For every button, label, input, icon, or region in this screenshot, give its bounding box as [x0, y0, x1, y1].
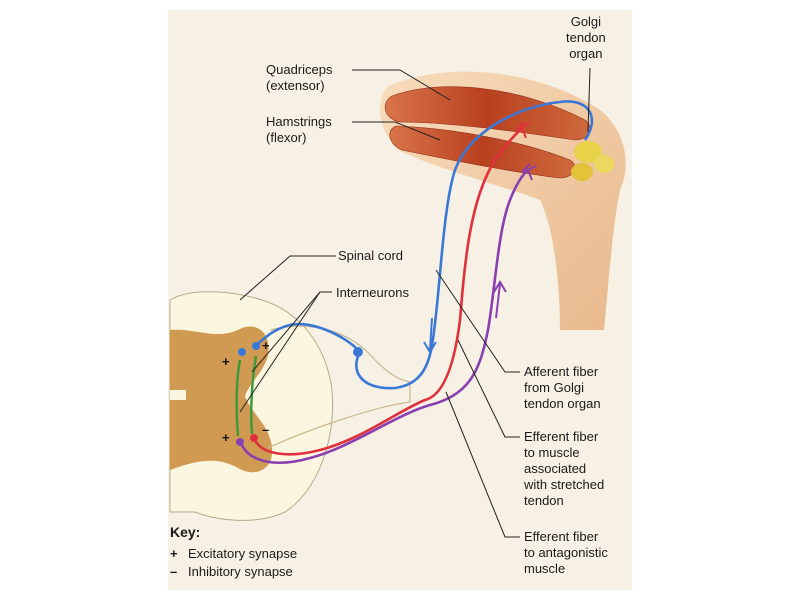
key-symbol-excitatory: + [170, 546, 178, 561]
label-spinal-cord-text: Spinal cord [338, 248, 404, 263]
label-efferent-antagonistic-line-1: Efferent fiber [524, 529, 599, 544]
synapse-blue-1 [252, 342, 260, 350]
label-efferent-stretched-line-4: with stretched [524, 477, 605, 492]
label-afferent-line-1: Afferent fiber [524, 364, 599, 379]
label-interneurons-text: Interneurons [336, 285, 409, 300]
key-item-excitatory: + Excitatory synapse [170, 546, 297, 561]
spinal-cord-gray-matter [170, 326, 273, 473]
synapse-sign-2: + [262, 338, 270, 353]
key-text-excitatory: Excitatory synapse [188, 546, 298, 561]
efferent-stretched-fiber [253, 127, 523, 456]
label-afferent-line-2: from Golgi [524, 380, 584, 395]
efferent-antagonistic-fiber [238, 169, 529, 464]
leader-efferent-stretched [457, 339, 520, 438]
label-spinal-cord: Spinal cord [338, 248, 403, 264]
label-efferent-stretched-line-2: to muscle [524, 445, 580, 460]
tendon-organ-2 [571, 163, 593, 181]
label-golgi-line-3: organ [569, 46, 603, 61]
label-quadriceps-line-2: (extensor) [266, 78, 325, 93]
key-item-inhibitory: –Inhibitory synapse [170, 564, 293, 579]
leader-spinal-cord [239, 255, 336, 301]
synapse-blue-2 [238, 348, 246, 356]
quadriceps-muscle [384, 86, 591, 141]
key-title: Key: [170, 524, 201, 540]
label-golgi-line-1: Golgi [570, 14, 602, 29]
efferent-stretched-ending [515, 121, 531, 139]
leader-afferent [435, 269, 520, 373]
label-efferent-antagonistic-line-3: muscle [524, 561, 566, 576]
label-afferent-line-3: tendon organ [524, 396, 601, 411]
synapse-purple [236, 438, 244, 446]
label-hamstrings-line-2: (flexor) [266, 130, 307, 145]
label-golgi: Golgi tendon organ [566, 14, 606, 62]
label-hamstrings-line-1: Hamstrings [266, 114, 332, 129]
afferent-arrow-down [423, 317, 437, 354]
central-canal [170, 390, 186, 400]
afferent-ganglion [353, 347, 363, 357]
label-interneurons: Interneurons [336, 285, 409, 301]
efferent-antagonistic-ending [521, 163, 537, 181]
synapse-sign-1: + [222, 354, 230, 369]
label-efferent-antagonistic-line-2: to antagonistic [524, 545, 608, 560]
tendon-organ-1 [574, 141, 602, 163]
efferent-arrow-up [493, 280, 507, 319]
key-text-inhibitory: Inhibitory synapse [188, 564, 293, 579]
interneuron-1 [235, 359, 242, 437]
label-quadriceps-line-1: Quadriceps [266, 62, 333, 77]
synapse-sign-4: – [262, 422, 269, 437]
leader-hamstrings [352, 121, 441, 141]
leader-quadriceps [352, 69, 451, 101]
label-efferent-stretched-line-3: associated [524, 461, 587, 476]
leader-interneurons-2 [239, 291, 321, 413]
leader-lines [239, 67, 591, 538]
label-golgi-line-2: tendon [566, 30, 606, 45]
leader-golgi [587, 67, 591, 133]
leader-efferent-antagonistic [445, 391, 520, 538]
key-symbol-inhibitory: – [170, 564, 178, 579]
label-quadriceps: Quadriceps (extensor) [266, 62, 332, 94]
synapse-red [250, 434, 258, 442]
label-efferent-stretched-line-1: Efferent fiber [524, 429, 599, 444]
label-hamstrings: Hamstrings (flexor) [266, 114, 332, 146]
tendon-organ-3 [594, 155, 614, 173]
label-efferent-stretched: Efferent fiber to muscle associated with… [524, 429, 604, 509]
synapse-sign-3: + [222, 430, 230, 445]
label-efferent-antagonistic: Efferent fiber to antagonistic muscle [524, 529, 608, 577]
limb [380, 71, 626, 331]
label-efferent-stretched-line-5: tendon [524, 493, 564, 508]
label-afferent: Afferent fiber from Golgi tendon organ [524, 364, 601, 412]
